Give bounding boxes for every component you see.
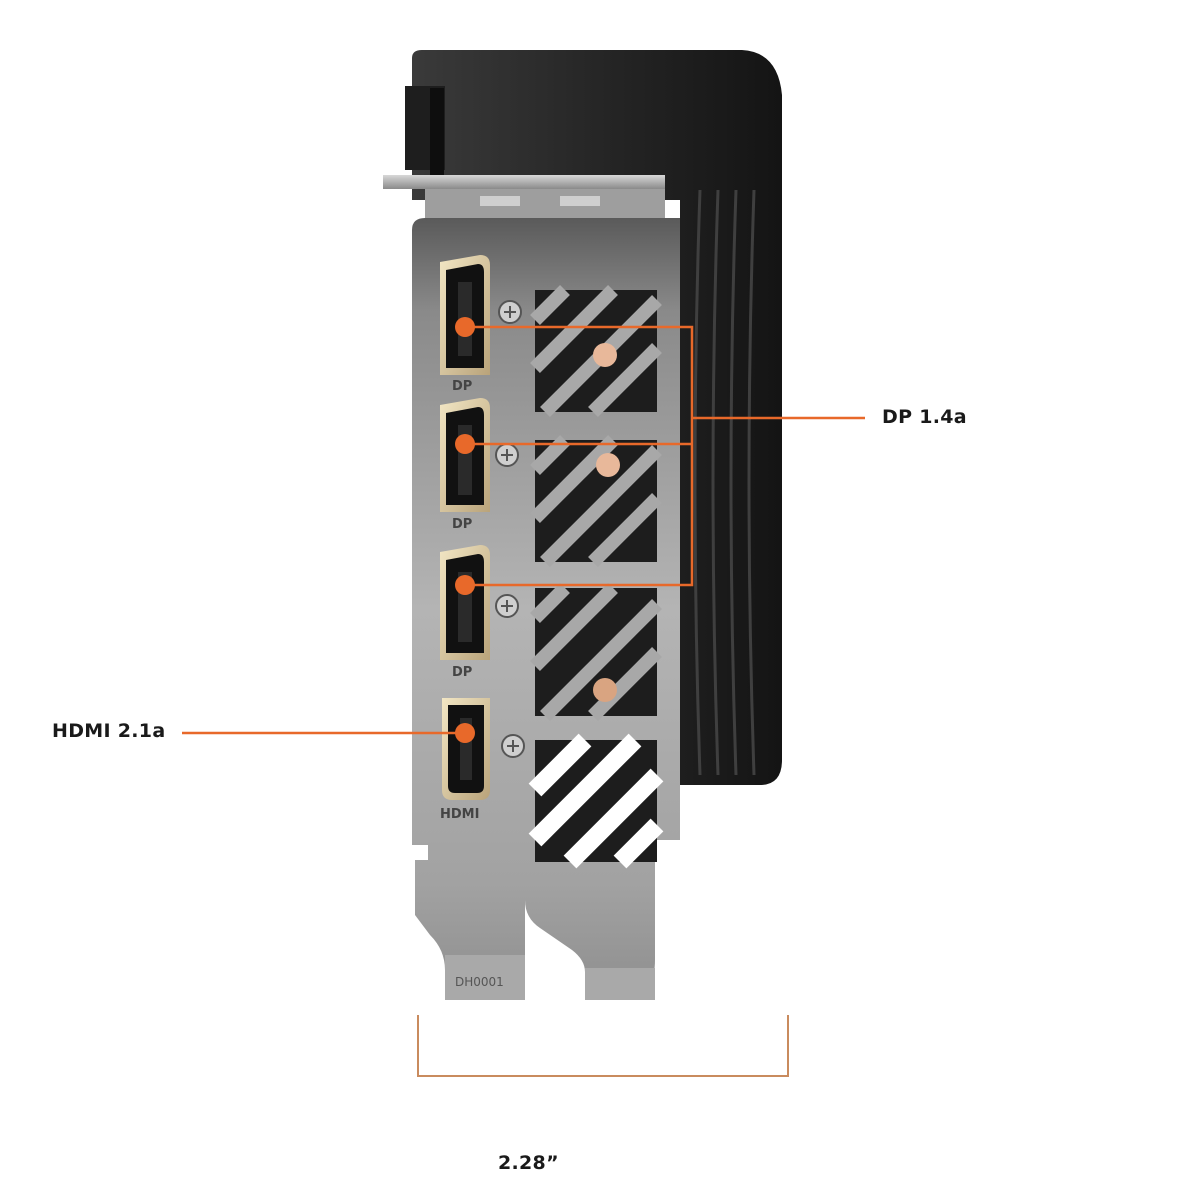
port-marking-dp-2: DP bbox=[452, 517, 472, 532]
callout-dot-dp-2 bbox=[455, 434, 475, 454]
screw-1 bbox=[498, 300, 522, 324]
callout-dot-hdmi bbox=[455, 723, 475, 743]
screw-4 bbox=[501, 734, 525, 758]
vent-slots bbox=[528, 285, 664, 869]
callout-dot-dp-1 bbox=[455, 317, 475, 337]
callout-label-hdmi: HDMI 2.1a bbox=[52, 720, 166, 742]
port-markings: DP DP DP HDMI bbox=[440, 379, 479, 822]
screw-2 bbox=[495, 443, 519, 467]
bracket-top-lip bbox=[383, 175, 665, 219]
callout-dp-leader bbox=[465, 325, 865, 587]
displayport-connector-1 bbox=[440, 255, 490, 375]
displayport-connector-2 bbox=[440, 398, 490, 512]
hdmi-connector bbox=[442, 698, 490, 800]
port-marking-dp-3: DP bbox=[452, 665, 472, 680]
bracket-marking: DH0001 bbox=[455, 975, 504, 989]
callout-dot-dp-3 bbox=[455, 575, 475, 595]
dimension-label-width: 2.28” bbox=[498, 1152, 559, 1174]
port-marking-dp-1: DP bbox=[452, 379, 472, 394]
cooler-shroud bbox=[405, 50, 782, 785]
width-dimension-line bbox=[417, 1015, 789, 1077]
callout-dots bbox=[455, 317, 475, 743]
displayport-connector-3 bbox=[440, 545, 490, 660]
callout-label-dp: DP 1.4a bbox=[882, 406, 967, 428]
bracket-screws bbox=[495, 300, 525, 758]
screw-3 bbox=[495, 594, 519, 618]
port-marking-hdmi: HDMI bbox=[440, 807, 479, 822]
